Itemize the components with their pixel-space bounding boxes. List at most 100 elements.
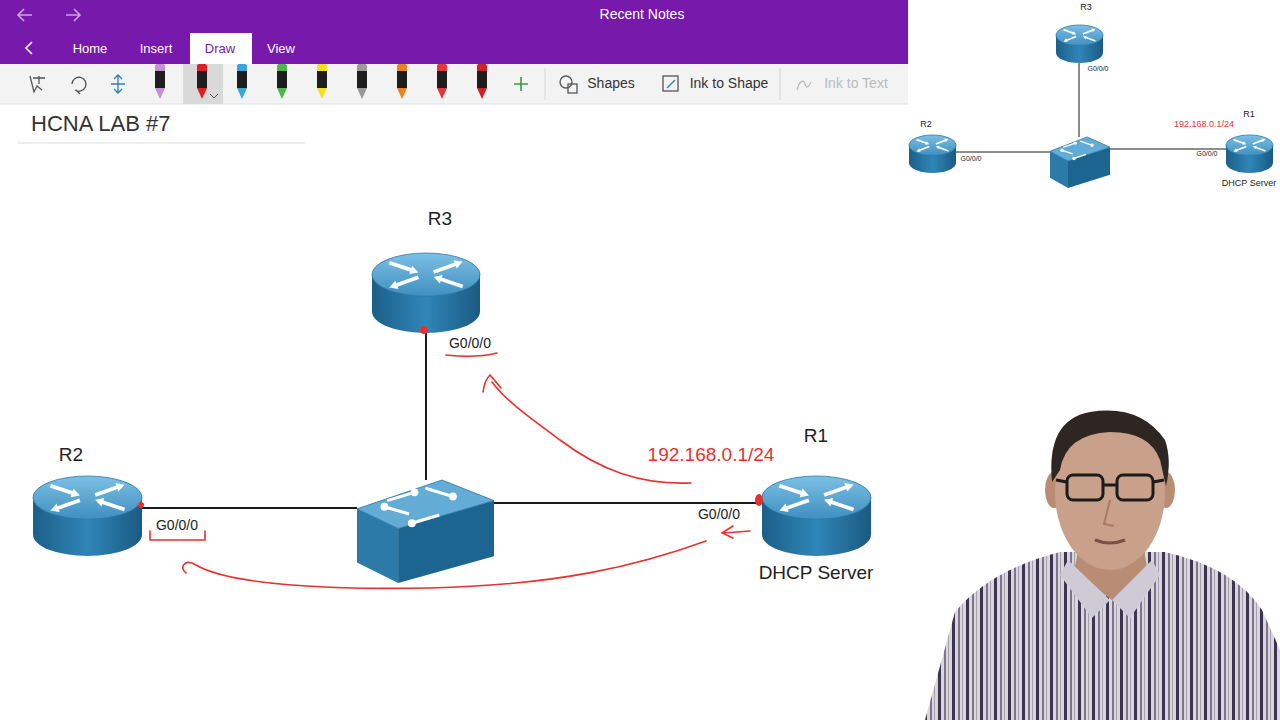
router-arrow — [1083, 30, 1094, 34]
router-arrow — [779, 486, 804, 494]
switch-top — [1050, 137, 1110, 161]
router-arrow — [1065, 36, 1076, 40]
title-bar — [0, 0, 908, 64]
toolbar — [0, 64, 908, 104]
mouth — [1095, 540, 1125, 543]
device-shape — [1050, 137, 1110, 188]
text-label: G0/0/0 — [156, 518, 198, 533]
ink-dot — [420, 326, 428, 334]
router-arrowhead — [1091, 29, 1095, 33]
text-label: 192.168.0.1/24 — [1174, 120, 1234, 130]
router-arrow — [438, 278, 463, 286]
router-arrowhead — [454, 260, 463, 268]
network-link — [425, 333, 427, 480]
ink-underline — [150, 531, 205, 540]
router-arrowhead — [71, 489, 80, 498]
ink-to-shape-icon — [667, 80, 675, 88]
tool-icons — [30, 75, 125, 94]
glasses-lens — [1067, 475, 1103, 500]
router-arrowhead — [1083, 36, 1087, 40]
text-label: Shapes — [587, 76, 634, 91]
text-label: Home — [73, 42, 108, 56]
router-arrowhead — [925, 141, 929, 145]
switch-arrowhead — [408, 519, 416, 527]
device-shape — [1056, 25, 1103, 63]
router-arrow — [100, 501, 125, 509]
router-arrowhead — [409, 266, 418, 274]
router-top — [372, 253, 480, 296]
router-arrowhead — [779, 504, 788, 512]
inset-pane — [908, 0, 1280, 200]
page-title: HCNA LAB #7 — [31, 112, 170, 136]
router-arrowhead — [800, 489, 809, 498]
device-shape — [762, 476, 871, 556]
router-arrow — [1234, 140, 1245, 144]
router-arrowhead — [434, 275, 443, 283]
router-arrow — [95, 486, 120, 495]
text-label: G0/0/0 — [1087, 65, 1108, 73]
router-arrowhead — [944, 139, 948, 143]
highlighter-pen — [155, 64, 165, 99]
switch-arrow — [1063, 143, 1075, 147]
type-icon — [30, 76, 45, 92]
router-arrowhead — [936, 146, 940, 150]
switch-arrow — [1074, 154, 1086, 158]
collapse-icon — [26, 42, 32, 54]
device-shape — [33, 476, 142, 556]
router-arrowhead — [1253, 146, 1257, 150]
device-name: DHCP Server — [759, 563, 874, 584]
ink-underline — [446, 353, 497, 356]
router-top — [762, 476, 871, 519]
router-arrowhead — [1261, 139, 1265, 143]
toolbar-divider — [545, 68, 546, 100]
router-arrowhead — [1234, 148, 1238, 152]
router-arrowhead — [1064, 38, 1068, 42]
ink-to-text-icon — [797, 81, 811, 90]
text-label: Insert — [140, 42, 173, 56]
device-name: DHCP Server — [1222, 179, 1276, 189]
switch-arrowhead — [449, 493, 457, 501]
router-arrow — [918, 146, 929, 150]
ink-to-shape-icon — [663, 76, 678, 91]
shapes-icon — [560, 76, 572, 88]
router-arrow — [1255, 147, 1266, 151]
ink-dot — [755, 494, 763, 506]
router-arrow — [434, 263, 459, 272]
network-link — [494, 502, 762, 504]
switch-arrowhead — [1090, 143, 1093, 146]
switch-arrow — [387, 492, 414, 500]
ink-arrow — [492, 382, 691, 483]
device-name: R2 — [920, 120, 932, 130]
text-label: G0/0/0 — [1196, 150, 1217, 158]
router-arrow — [829, 501, 854, 509]
device-shape — [372, 253, 480, 333]
switch-arrow — [426, 488, 453, 496]
router-icon: R3 — [372, 253, 480, 333]
router-top — [33, 476, 142, 519]
router-arrow — [784, 500, 809, 509]
title-rule — [18, 143, 305, 144]
switch-arrowhead — [380, 503, 388, 511]
router-arrow — [1235, 146, 1246, 150]
router-icon: R1DHCP Server — [762, 476, 871, 556]
switch-top — [357, 480, 494, 528]
switch-arrowhead — [1072, 157, 1075, 160]
red-pen — [477, 64, 487, 99]
switch-arrow — [1080, 141, 1092, 145]
network-link — [142, 507, 357, 509]
ink-annotations — [150, 353, 750, 588]
switch-arrowhead — [1073, 141, 1076, 144]
device-shape — [357, 480, 494, 583]
router-icon: R1DHCP Server — [1226, 135, 1273, 173]
router-arrowhead — [1242, 141, 1246, 145]
active-tab — [190, 33, 252, 64]
router-arrowhead — [844, 483, 853, 491]
switch-arrowhead — [1060, 149, 1063, 152]
text-label: G0/0/0 — [960, 155, 981, 163]
device-shape — [1226, 135, 1273, 173]
router-arrow — [824, 486, 849, 495]
network-link — [956, 152, 1050, 153]
nose — [1104, 500, 1114, 526]
router-icon: R2 — [33, 476, 142, 556]
